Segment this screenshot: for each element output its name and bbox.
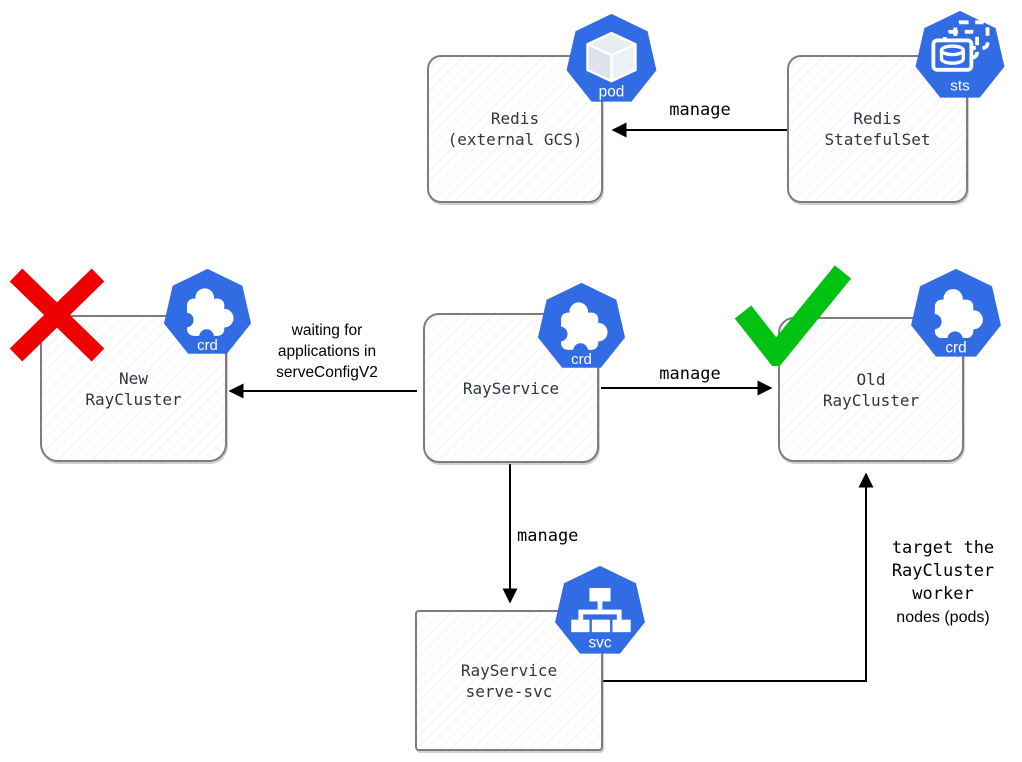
sts-icon: sts xyxy=(915,10,1005,98)
node-label-line: serve-svc xyxy=(465,681,553,701)
edge-label-manage-ray-svc: manage xyxy=(517,526,579,546)
crd-icon: crd xyxy=(911,268,1001,357)
rejected-x-icon xyxy=(9,268,105,362)
pod-icon: pod xyxy=(566,13,657,102)
crd-icon: crd xyxy=(537,282,626,368)
edge-label-manage-ray-old: manage xyxy=(659,364,721,384)
node-label-line: RayCluster xyxy=(822,390,920,410)
node-label-line: StatefulSet xyxy=(824,130,931,149)
node-label-line: Redis xyxy=(490,109,540,128)
edge-label-target: target the RayCluster worker nodes (pods… xyxy=(891,538,995,626)
accepted-check-icon xyxy=(734,265,851,366)
pod-badge-label: pod xyxy=(599,83,625,100)
node-redis-external-gcs: Redis (external GCS) xyxy=(427,55,603,203)
crd-badge-label: crd xyxy=(197,338,218,354)
arrow-svc-target-old xyxy=(603,472,874,682)
edge-label-waiting: waiting for applications in serveConfigV… xyxy=(276,322,378,381)
sts-badge-label: sts xyxy=(950,78,970,95)
node-label-line: Old xyxy=(856,369,886,389)
node-label-line: RayService xyxy=(462,378,560,398)
node-label-line: RayService xyxy=(460,660,558,680)
crd-badge-label: crd xyxy=(571,352,592,368)
edge-label-manage-sts-redis: manage xyxy=(669,100,731,120)
svc-badge-label: svc xyxy=(588,635,611,652)
node-label-line: (external GCS) xyxy=(447,130,583,149)
crd-badge-label: crd xyxy=(945,339,966,356)
node-label-line: New xyxy=(119,368,148,388)
node-label-line: Redis xyxy=(853,109,902,128)
svc-icon: svc xyxy=(555,565,645,654)
node-label-line: RayCluster xyxy=(85,389,182,409)
crd-icon: crd xyxy=(163,268,252,354)
node-redis-statefulset: Redis StatefulSet xyxy=(787,55,968,203)
